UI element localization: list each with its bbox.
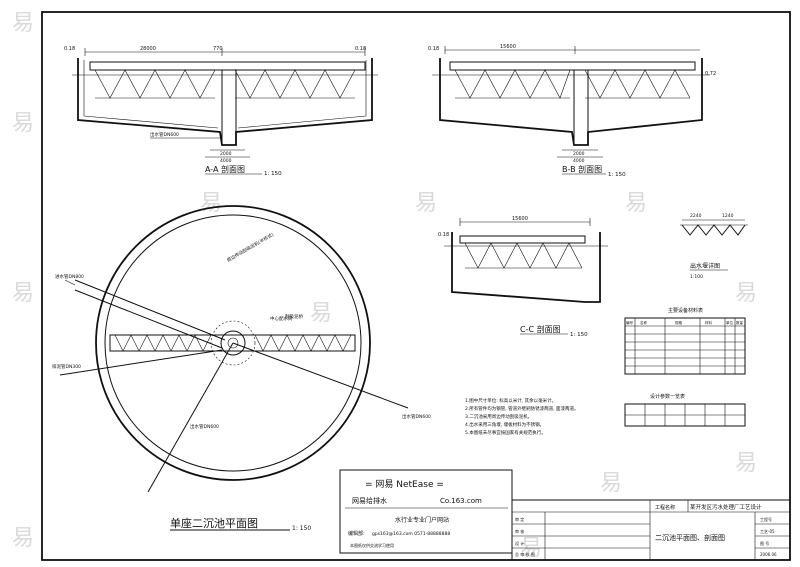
watermark: 易 <box>415 191 437 216</box>
bridge-truss-aa <box>94 69 356 99</box>
watermark: 易 <box>12 281 34 306</box>
stamp-contact: gps163@163.com 0571-88888888 <box>372 531 450 537</box>
weir-dim1: 2240 <box>690 213 702 219</box>
dim-bb-main: 15600 <box>500 44 516 50</box>
weir-detail: 2240 1240 出水堰详图 1:100 <box>680 213 748 280</box>
watermark: 易 <box>520 536 542 561</box>
tb-row: 设 计 <box>515 540 524 546</box>
plan-title: 单座二沉池平面图 <box>170 516 258 530</box>
project-name: 某开发区污水处理厂工艺设计 <box>690 503 762 511</box>
plan-view: 进水管DN800 排泥管DN300 中心配水筒 刮吸泥桥 出水管DN600 周边… <box>52 205 431 532</box>
stamp-subtitle: 水行业专业门户网站 <box>395 516 449 524</box>
eq-header: 编号 <box>626 320 634 325</box>
watermark: 易 <box>12 526 34 551</box>
netease-stamp: = 网易 NetEase = 网易给排水 Co.163.com 水行业专业门户网… <box>339 469 513 554</box>
watermark: 易 <box>12 111 34 136</box>
note-line: 4.出水采用三角堰, 堰板材料为不锈钢。 <box>465 421 544 428</box>
param-table-title: 设计参数一览表 <box>650 393 685 400</box>
level-aa-right: 0.18 <box>355 46 366 52</box>
drawing-date: 2006.06 <box>760 552 777 557</box>
title-block: 工程名称 某开发区污水处理厂工艺设计 二沉池平面图、剖面图 审 定 审 核 设 … <box>511 499 791 561</box>
bridge-truss-cc <box>464 242 583 269</box>
project-label: 工程名称 <box>655 504 675 511</box>
weir-scale: 1:100 <box>690 274 703 280</box>
level-bb-left: 0.18 <box>428 46 439 52</box>
dim-aa-main: 28000 <box>140 46 156 52</box>
plan-scale: 1: 150 <box>292 525 311 532</box>
stamp-left: 网易给排水 <box>352 496 387 505</box>
note-line: 2.所有管件均为钢管, 管道外壁刷防锈漆两道, 面漆两道。 <box>465 405 579 412</box>
note-line: 1.图中尺寸单位: 标高以米计, 其余以毫米计。 <box>465 397 556 404</box>
code-label: 工程号 <box>760 516 772 522</box>
label-outlet-inner: 出水管DN600 <box>190 423 219 430</box>
level-cc-left: 0.18 <box>438 232 449 238</box>
section-bb-scale: 1: 150 <box>608 172 626 178</box>
bridge-truss-bb <box>454 69 691 99</box>
stamp-right: Co.163.com <box>440 497 482 505</box>
drawing-name: 二沉池平面图、剖面图 <box>655 533 725 542</box>
weir-title: 出水堰详图 <box>690 262 720 270</box>
tank-inner-wall <box>104 214 362 472</box>
watermark: 易 <box>625 191 647 216</box>
section-cc: 15600 0.18 C-C 剖面图 1: 150 <box>438 216 608 338</box>
watermark: 易 <box>12 11 34 36</box>
label-note: 周边传动刮吸泥机(半桥式) <box>226 231 276 264</box>
dim-aa-sub2: 4000 <box>220 158 232 164</box>
stamp-footer: 本图纸仅供交流学习使用 <box>350 542 394 548</box>
eq-header: 规格 <box>675 320 683 325</box>
eq-header: 名称 <box>640 320 648 325</box>
watermark: 易 <box>310 301 332 326</box>
level-aa-left: 0.18 <box>64 46 75 52</box>
section-cc-scale: 1: 150 <box>570 332 588 338</box>
aa-pipe-label: 出水管DN600 <box>150 131 179 138</box>
watermark: 易 <box>600 471 622 496</box>
tb-row: 审 定 <box>515 516 524 522</box>
tb-row: 审 核 <box>515 528 524 534</box>
eq-header: 数量 <box>736 320 744 325</box>
drawing-frame <box>41 11 791 561</box>
design-notes: 1.图中尺寸单位: 标高以米计, 其余以毫米计。 2.所有管件均为钢管, 管道外… <box>465 397 579 436</box>
note-line: 3.二沉池采用周边传动刮吸泥机。 <box>465 413 532 420</box>
tb-row: 总 审 核 图 <box>515 551 535 557</box>
eq-header: 材料 <box>705 320 713 325</box>
equipment-table: 主要设备材料表 编号 名称 规格 材料 单位 数量 <box>624 307 746 375</box>
watermark: 易 <box>735 281 757 306</box>
section-cc-title: C-C 剖面图 <box>520 324 561 334</box>
eq-header: 单位 <box>726 320 734 325</box>
dim-aa-center: 770 <box>213 46 223 52</box>
label-outlet: 出水管DN600 <box>402 413 431 420</box>
dim-bb-sub1: 2000 <box>573 151 585 157</box>
section-bb: 15600 0.18 0.72 2000 4000 B-B 剖面图 1: 150 <box>428 44 716 178</box>
dim-aa-sub1: 2000 <box>220 151 232 157</box>
level-bb-right: 0.72 <box>705 71 716 77</box>
center-well <box>220 330 246 356</box>
sheet-label: 图 号 <box>760 540 769 546</box>
weir-dim2: 1240 <box>722 213 734 219</box>
section-aa-scale: 1: 150 <box>264 171 282 177</box>
tank-outer-wall <box>95 205 371 481</box>
dim-bb-sub2: 4000 <box>573 158 585 164</box>
watermarks: 易 易 易 易 易 易 易 易 易 易 易 易 <box>12 11 757 561</box>
watermark: 易 <box>200 191 222 216</box>
label-bridge: 刮吸泥桥 <box>285 313 303 320</box>
label-sludge: 排泥管DN300 <box>52 363 81 370</box>
label-inlet: 进水管DN800 <box>55 273 84 280</box>
watermark: 易 <box>735 451 757 476</box>
label-center: 中心配水筒 <box>270 315 293 322</box>
scraper-bridge <box>109 334 356 352</box>
section-aa: 28000 770 0.18 0.18 2000 4000 出水管DN600 A… <box>64 46 378 177</box>
dim-cc-main: 15600 <box>512 216 528 222</box>
equipment-table-title: 主要设备材料表 <box>668 307 703 314</box>
code: 工艺-05 <box>760 529 775 534</box>
section-bb-title: B-B 剖面图 <box>562 164 602 174</box>
note-line: 5.本图纸未尽事宜按国家有关规范执行。 <box>465 429 546 436</box>
section-aa-title: A-A 剖面图 <box>205 164 245 174</box>
param-table: 设计参数一览表 <box>624 393 746 427</box>
stamp-title: = 网易 NetEase = <box>365 479 444 490</box>
stamp-contact-label: 编辑部: <box>348 530 365 537</box>
